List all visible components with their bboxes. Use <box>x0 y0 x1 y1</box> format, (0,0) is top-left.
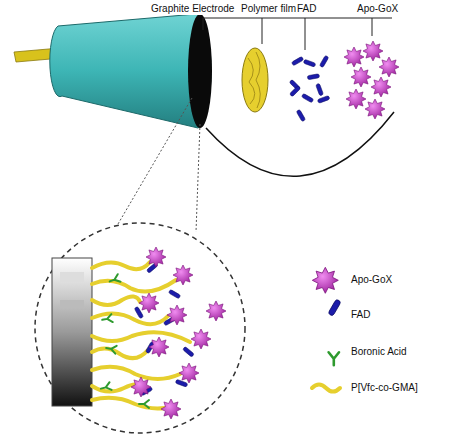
zoom-detail <box>52 247 226 419</box>
part-label: Polymer film <box>240 3 297 15</box>
graphite-electrode <box>14 14 212 128</box>
part-label: FAD <box>296 3 317 15</box>
fad-cluster <box>289 55 330 122</box>
leader-lines <box>203 18 392 50</box>
part-label: Apo-GoX <box>356 3 399 15</box>
legend-text: P[Vfc-co-GMA] <box>350 382 419 394</box>
legend-text: FAD <box>350 309 371 321</box>
legend-text: Boronic Acid <box>350 346 408 358</box>
group-arc <box>206 112 394 176</box>
zoom-circle <box>35 223 245 433</box>
zoom-lines <box>118 98 200 232</box>
legend-text: Apo-GoX <box>350 274 393 286</box>
apo-gox-cluster <box>344 41 399 119</box>
polymer-film <box>242 48 268 112</box>
part-label: Graphite Electrode <box>150 3 235 15</box>
legend-samples <box>312 267 341 391</box>
